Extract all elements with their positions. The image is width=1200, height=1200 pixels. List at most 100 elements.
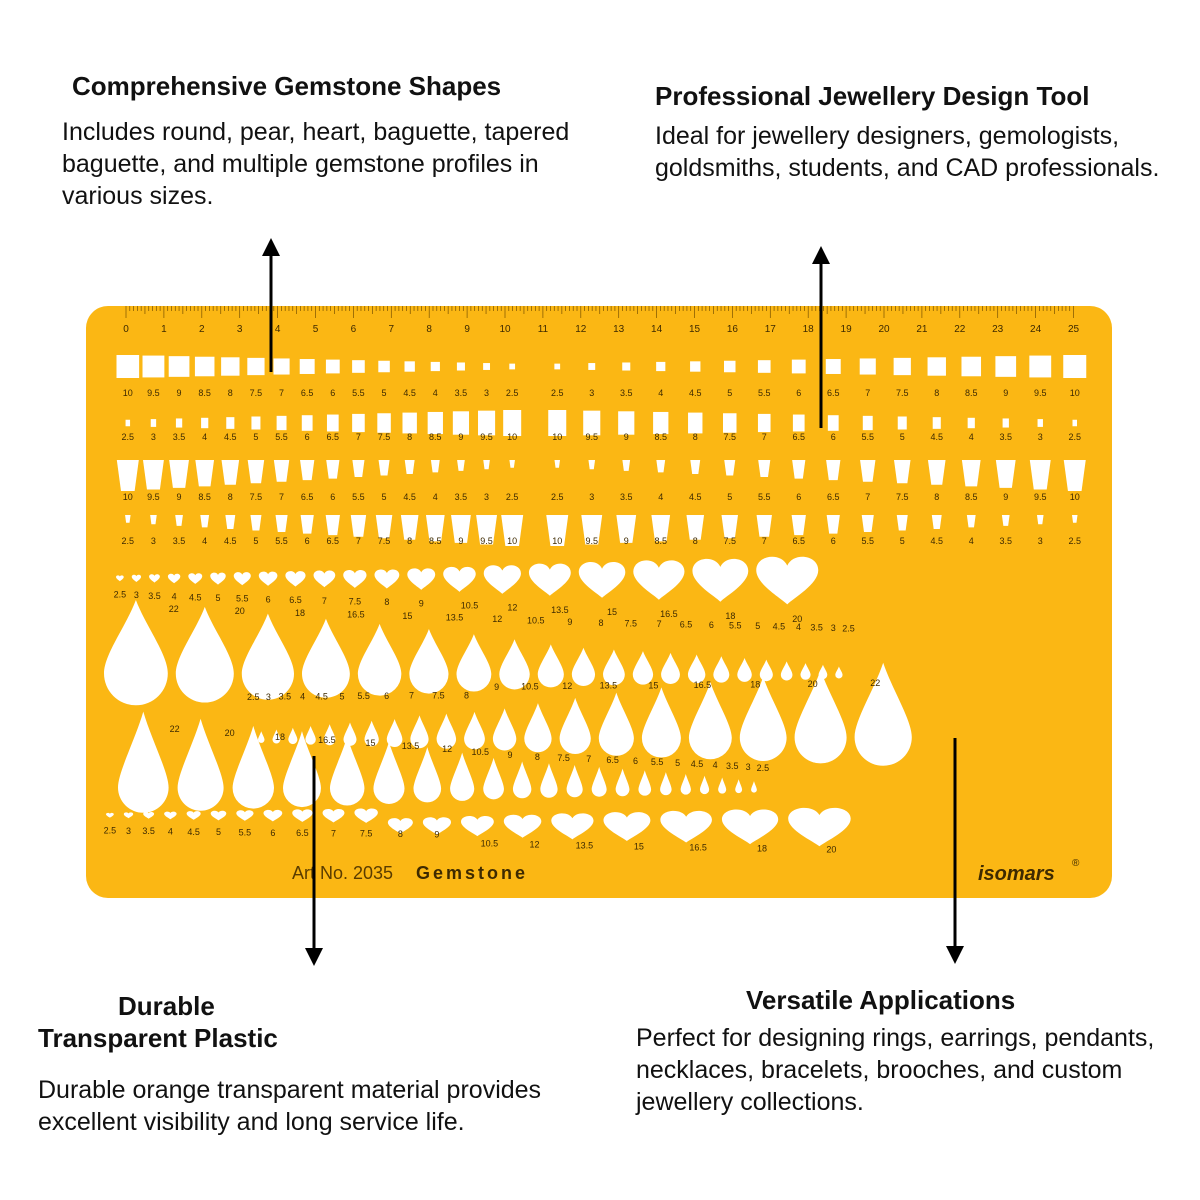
brand-logo: isomars (978, 863, 1055, 885)
size-label: 4 (969, 432, 974, 442)
baguette-cutout (377, 413, 391, 433)
square-cutout (961, 356, 982, 377)
size-label: 7 (762, 536, 767, 546)
drop-cutout (660, 772, 672, 796)
tapered-baguette-cutout (116, 460, 139, 491)
size-label: 20 (808, 679, 818, 689)
size-label: 7.5 (723, 536, 736, 546)
tapered-baguette-cutout (425, 515, 445, 542)
square-cutout (378, 360, 390, 373)
heart-cutout (578, 562, 626, 598)
size-label: 8 (535, 752, 540, 762)
size-label: 6.5 (827, 492, 840, 502)
square-cutout (1063, 355, 1087, 378)
baguette-cutout (1072, 419, 1077, 427)
ruler-number: 19 (841, 324, 853, 335)
size-label: 5.5 (357, 691, 370, 701)
slim-pear-cutout (436, 713, 457, 749)
baguette-cutout (792, 414, 805, 432)
size-label: 6.5 (289, 595, 302, 605)
size-label: 18 (295, 608, 305, 618)
tapered-baguette-cutout (247, 460, 265, 484)
tapered-baguette-cutout (686, 515, 705, 540)
size-label: 7.5 (250, 388, 263, 398)
baguette-cutout (897, 416, 907, 430)
heart-cutout (443, 566, 476, 592)
size-label: 9 (624, 536, 629, 546)
tapered-baguette-cutout (961, 460, 981, 487)
size-label: 3 (126, 826, 131, 836)
size-label: 5 (253, 432, 258, 442)
baguette-cutout (175, 418, 183, 428)
size-label: 15 (607, 607, 617, 617)
tapered-baguette-cutout (476, 515, 498, 545)
pear-cutout (571, 647, 596, 687)
tapered-baguette-cutout (350, 515, 367, 537)
size-label: 9.5 (480, 432, 493, 442)
square-cutout (995, 356, 1017, 377)
size-label: 6 (305, 432, 310, 442)
size-label: 20 (826, 845, 836, 855)
square-cutout (791, 359, 806, 374)
baguette-cutout (548, 410, 567, 436)
wide-heart-cutout (123, 812, 134, 819)
square-cutout (168, 356, 190, 377)
size-label: 12 (442, 744, 452, 754)
tapered-baguette-cutout (352, 460, 365, 478)
size-label: 20 (792, 614, 802, 624)
tapered-baguette-cutout (546, 515, 569, 546)
baguette-cutout (862, 415, 873, 431)
size-label: 3 (484, 388, 489, 398)
size-label: 7 (279, 388, 284, 398)
size-label: 3 (484, 492, 489, 502)
size-label: 9.5 (1034, 492, 1047, 502)
callout-title-line1: Durable (118, 991, 215, 1021)
tapered-baguette-cutout (1036, 515, 1044, 525)
pear-cutout (687, 654, 706, 684)
size-label: 15 (402, 611, 412, 621)
tapered-baguette-cutout (400, 515, 419, 540)
size-label: 9 (507, 750, 512, 760)
size-label: 9.5 (585, 432, 598, 442)
brand-registered-mark: ® (1072, 858, 1080, 869)
size-label: 20 (225, 728, 235, 738)
size-label: 18 (275, 732, 285, 742)
shape-cutouts (104, 355, 1087, 847)
size-label: 16.5 (694, 680, 712, 690)
size-label: 6.5 (792, 536, 805, 546)
pear-cutout (499, 639, 530, 690)
pear-cutout (713, 656, 730, 683)
size-label: 8 (407, 432, 412, 442)
tapered-baguette-cutout (826, 515, 840, 534)
size-label: 4.5 (689, 492, 702, 502)
size-label: 22 (169, 604, 179, 614)
callout-body: Perfect for designing rings, earrings, p… (636, 1024, 1155, 1116)
ruler-number: 1 (161, 324, 167, 335)
ruler-number: 9 (464, 324, 470, 335)
baguette-cutout (125, 419, 131, 427)
drop-cutout (329, 736, 365, 806)
size-label: 22 (170, 724, 180, 734)
square-cutout (757, 360, 771, 373)
size-label: 7 (865, 492, 870, 502)
size-label: 7.5 (349, 596, 362, 606)
pear-cutout (104, 600, 168, 706)
pear-cutout (241, 613, 294, 700)
size-label: 4.5 (187, 827, 200, 837)
size-label: 5 (216, 827, 221, 837)
size-label: 16.5 (318, 735, 336, 745)
size-label: 8.5 (429, 536, 442, 546)
size-label: 9 (177, 388, 182, 398)
tapered-baguette-cutout (275, 515, 288, 533)
baguette-cutout (326, 414, 339, 432)
baguette-cutout (251, 416, 261, 430)
size-label: 3.5 (455, 492, 468, 502)
size-label: 8.5 (965, 388, 978, 398)
tapered-baguette-cutout (195, 460, 215, 487)
size-label: 16.5 (689, 842, 707, 852)
size-label: 6.5 (296, 828, 309, 838)
callout-gemstone-shapes: Comprehensive Gemstone Shapes Includes r… (62, 70, 622, 212)
callout-durable-plastic: Durable Transparent Plastic Durable oran… (38, 990, 618, 1138)
heart-cutout (149, 574, 160, 583)
size-label: 5.5 (861, 432, 874, 442)
